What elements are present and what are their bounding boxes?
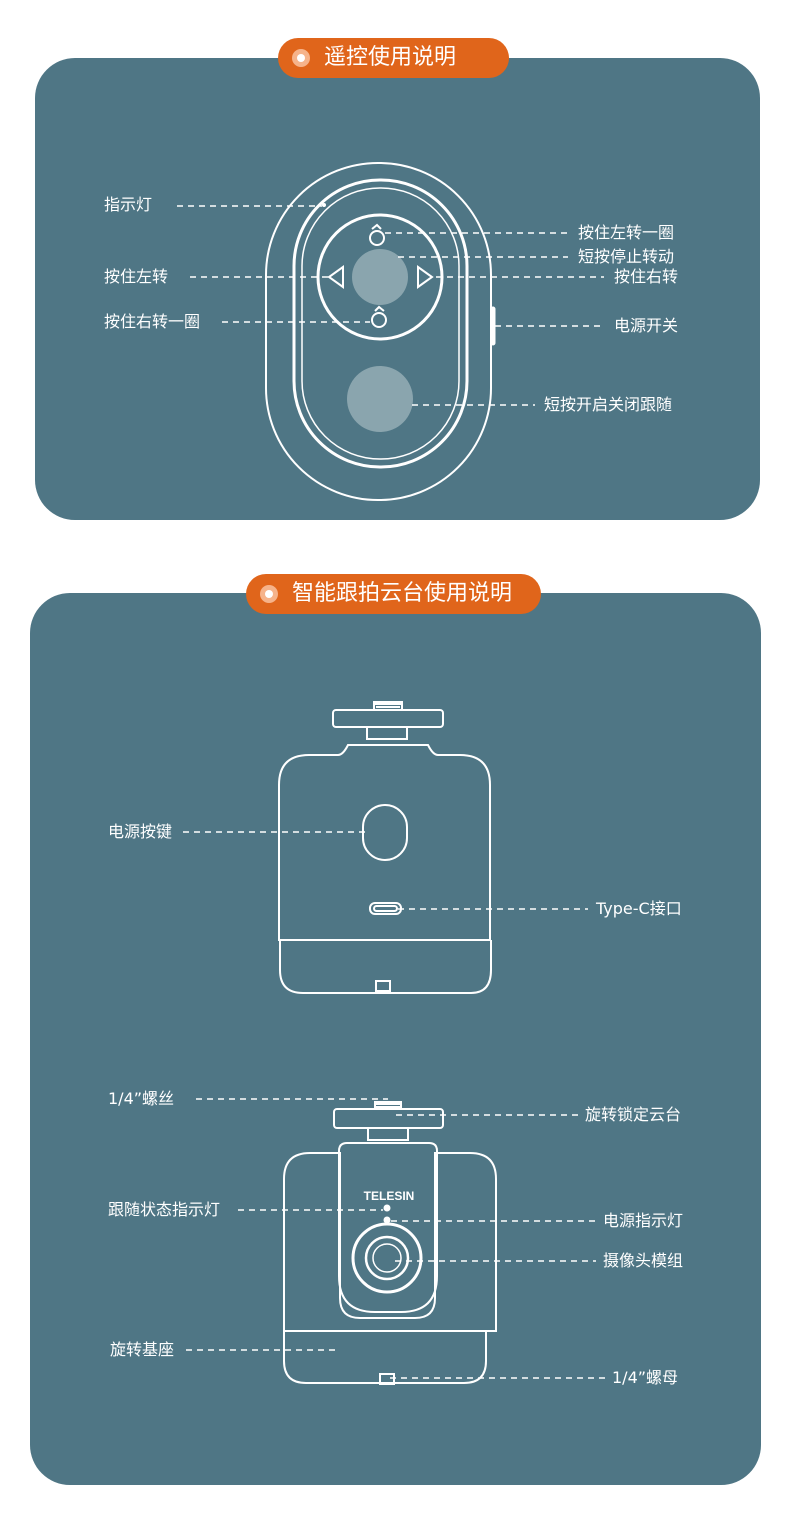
gimbal-title: 智能跟拍云台使用说明 xyxy=(292,581,513,606)
label-screw: 1/4”螺丝 xyxy=(108,1089,175,1108)
bullet-icon xyxy=(292,49,310,67)
label-camera-module: 摄像头模组 xyxy=(603,1251,684,1270)
brand-logo: TELESIN xyxy=(364,1189,415,1203)
right-arrow-icon[interactable] xyxy=(417,265,434,289)
label-hold-right-circle: 按住右转一圈 xyxy=(104,312,201,331)
indicator-light xyxy=(322,203,326,207)
label-nut: 1/4”螺母 xyxy=(612,1368,679,1387)
power-indicator-light xyxy=(383,1216,391,1224)
bullet-icon xyxy=(260,585,278,603)
remote-device xyxy=(265,162,496,501)
remote-leader-lines xyxy=(177,205,604,406)
label-hold-left: 按住左转 xyxy=(104,267,169,286)
camera-lens-icon xyxy=(351,1222,423,1294)
left-arrow-icon[interactable] xyxy=(327,265,344,289)
label-follow-toggle: 短按开启关闭跟随 xyxy=(544,395,673,414)
stop-button[interactable] xyxy=(352,249,408,305)
rotate-right-circle-icon[interactable] xyxy=(371,305,387,328)
label-short-stop: 短按停止转动 xyxy=(578,247,675,266)
label-rotate-lock: 旋转锁定云台 xyxy=(585,1105,682,1124)
remote-title: 遥控使用说明 xyxy=(324,45,457,70)
follow-button[interactable] xyxy=(347,366,413,432)
gimbal-back-device xyxy=(283,1101,497,1385)
label-power-indicator: 电源指示灯 xyxy=(603,1211,684,1230)
gimbal-leader-lines xyxy=(183,831,605,1379)
remote-title-badge: 遥控使用说明 xyxy=(278,38,509,78)
label-rotate-base: 旋转基座 xyxy=(110,1340,175,1359)
follow-indicator-light xyxy=(383,1204,391,1212)
label-type-c: Type-C接口 xyxy=(596,899,682,918)
label-power-switch: 电源开关 xyxy=(614,316,679,335)
label-follow-indicator: 跟随状态指示灯 xyxy=(108,1200,221,1219)
label-power-key: 电源按键 xyxy=(108,822,173,841)
label-hold-right: 按住右转 xyxy=(614,267,679,286)
rotate-left-circle-icon[interactable] xyxy=(369,223,385,246)
gimbal-panel xyxy=(30,593,761,1485)
power-key-button[interactable] xyxy=(362,804,408,861)
gimbal-front-device xyxy=(278,701,492,994)
gimbal-title-badge: 智能跟拍云台使用说明 xyxy=(246,574,541,614)
label-hold-left-circle: 按住左转一圈 xyxy=(578,223,675,242)
label-indicator: 指示灯 xyxy=(104,195,153,214)
